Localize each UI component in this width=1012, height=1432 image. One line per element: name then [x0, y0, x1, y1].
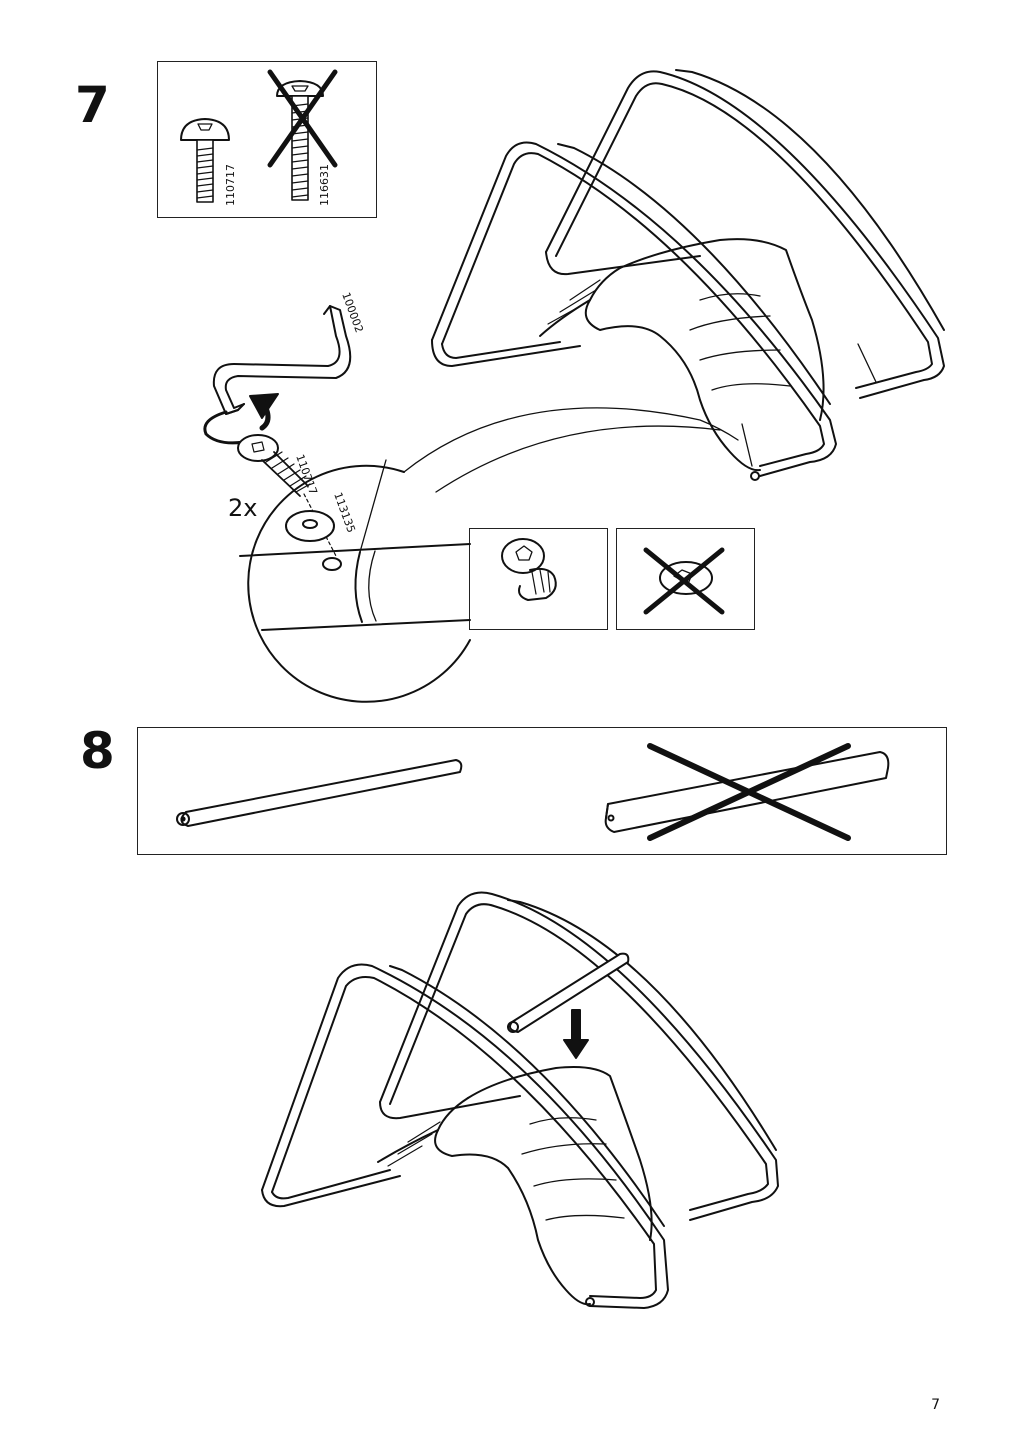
washer-113135-label: 113135: [331, 491, 358, 535]
bolt-correct-inset-icon: [501, 538, 557, 601]
rotate-arrow-icon: [203, 393, 279, 445]
washer-icon: [285, 510, 335, 542]
cross-out-icon: [647, 743, 851, 841]
bolt-exploded-icon: [237, 434, 337, 557]
step-7-number: 7: [75, 76, 110, 134]
down-arrow-icon: [563, 1009, 589, 1059]
callout-line: [403, 407, 739, 493]
rod-insert-icon: [507, 952, 630, 1033]
round-rod-icon: [176, 759, 463, 827]
chair-frame-step7: [431, 69, 945, 481]
magnifier-detail: [239, 459, 471, 703]
bolt-110717-icon: [180, 118, 230, 203]
bolt-116631-label: 116631: [318, 164, 331, 206]
bolt-110717-label: 110717: [224, 164, 237, 206]
quantity-label: 2x: [228, 494, 257, 522]
chair-frame-step8: [261, 891, 779, 1309]
page-number: 7: [931, 1397, 940, 1413]
cross-out-icon: [267, 69, 338, 168]
step-8-number: 8: [80, 722, 115, 780]
bolt-wrong-inset-icon: [643, 547, 725, 615]
allen-key-icon: [212, 305, 352, 415]
